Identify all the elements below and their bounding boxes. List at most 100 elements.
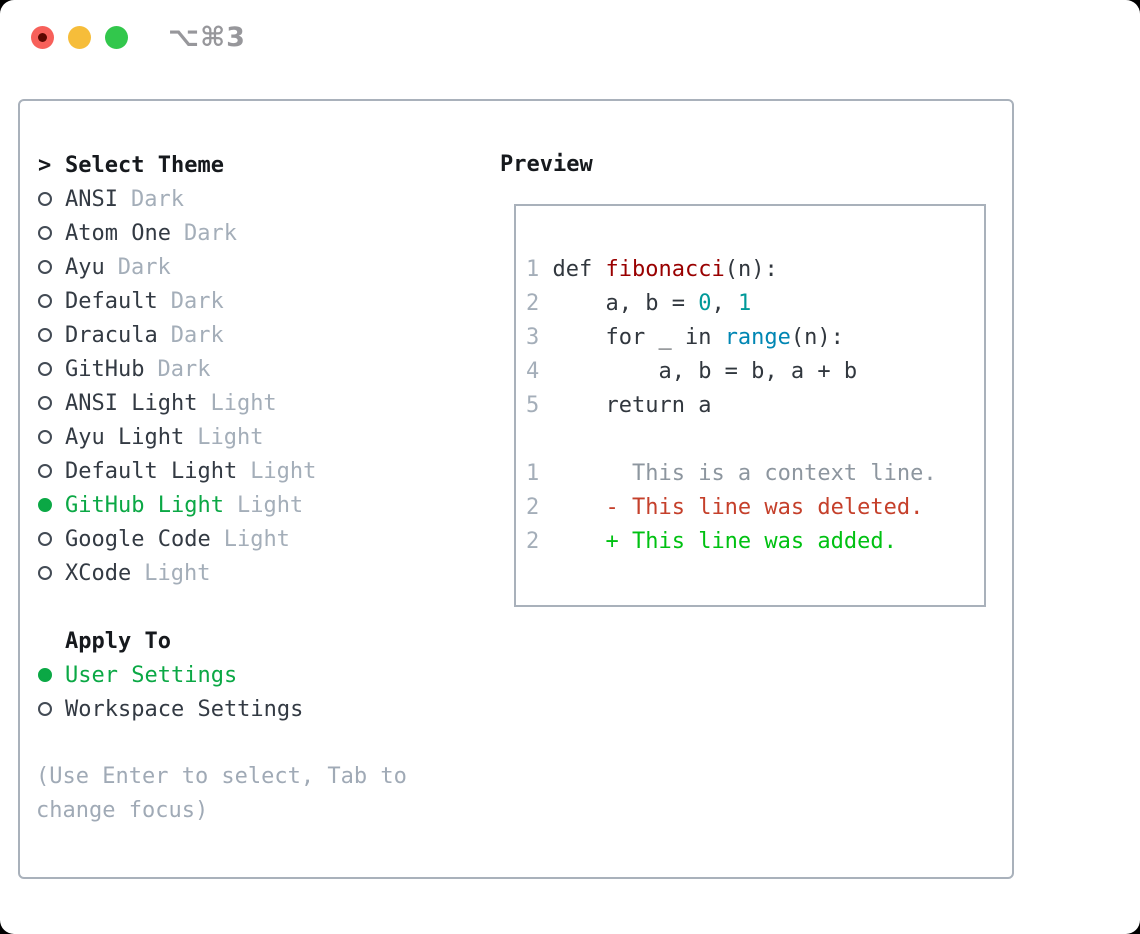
line-number: 4: [526, 359, 540, 384]
apply-option-label: User Settings: [65, 662, 238, 688]
diff-text-context: This is a context line.: [552, 461, 937, 486]
code-line: 4 a, b = b, a + b: [526, 355, 937, 389]
theme-variant-badge: Dark: [170, 288, 224, 314]
select-theme-title: Select Theme: [65, 152, 224, 178]
theme-option-xcode[interactable]: XCode Light: [38, 556, 407, 590]
radio-icon: [38, 260, 65, 274]
theme-variant-badge: Light: [223, 526, 290, 552]
theme-name: XCode: [65, 560, 132, 586]
theme-variant-badge: Light: [236, 492, 304, 518]
apply-to-header: Apply To: [38, 624, 407, 658]
spacer: [38, 726, 407, 760]
theme-name: Atom One: [65, 220, 171, 246]
radio-icon: [38, 702, 65, 716]
apply-option-user-settings[interactable]: User Settings: [38, 658, 407, 692]
theme-name: GitHub Light: [65, 492, 224, 518]
theme-option-github-light[interactable]: GitHub Light Light: [38, 488, 407, 522]
radio-icon: [38, 498, 65, 512]
apply-to-title: Apply To: [65, 628, 171, 654]
theme-option-ayu[interactable]: Ayu Dark: [38, 250, 407, 284]
code-line: 1 def fibonacci(n):: [526, 253, 937, 287]
radio-icon: [38, 294, 65, 308]
hint-line-1: (Use Enter to select, Tab to: [36, 764, 407, 789]
theme-option-ansi-light[interactable]: ANSI Light Light: [38, 386, 407, 420]
window-title-shortcut: ⌥⌘3: [168, 22, 246, 53]
apply-option-label: Workspace Settings: [65, 696, 304, 722]
diff-text-deleted: - This line was deleted.: [552, 495, 924, 520]
theme-name: ANSI Light: [65, 390, 198, 416]
blank-line: [526, 423, 937, 457]
document-edited-icon: [38, 33, 47, 42]
minimize-button[interactable]: [68, 26, 91, 49]
spacer: [38, 590, 407, 624]
code-line: 3 for _ in range(n):: [526, 321, 937, 355]
code-token-number: 1: [737, 291, 752, 316]
close-button[interactable]: [31, 26, 54, 49]
theme-variant-badge: Light: [197, 424, 264, 450]
theme-variant-badge: Light: [144, 560, 211, 586]
radio-icon: [38, 396, 65, 410]
line-number: 1: [526, 461, 540, 486]
theme-name: Dracula: [65, 322, 158, 348]
diff-line-context: 1 This is a context line.: [526, 457, 937, 491]
code-token-plain: def: [552, 257, 606, 282]
theme-variant-badge: Dark: [170, 322, 224, 348]
code-token-builtin: range: [724, 325, 791, 350]
radio-icon: [38, 362, 65, 376]
zoom-button[interactable]: [105, 26, 128, 49]
line-number: 1: [526, 257, 540, 282]
radio-icon: [38, 532, 65, 546]
theme-name: ANSI: [65, 186, 118, 212]
code-token-plain: a, b = b, a + b: [552, 359, 858, 384]
theme-variant-badge: Dark: [157, 356, 211, 382]
theme-variant-badge: Light: [210, 390, 277, 416]
line-number: 5: [526, 393, 540, 418]
line-number: 2: [526, 495, 540, 520]
hint-line-2: change focus): [36, 798, 209, 823]
focus-caret-icon: >: [38, 152, 52, 178]
preview-title: Preview: [500, 152, 593, 177]
diff-line-added: 2 + This line was added.: [526, 525, 937, 559]
radio-icon: [38, 566, 65, 580]
radio-icon: [38, 192, 65, 206]
theme-name: Default Light: [65, 458, 238, 484]
radio-icon: [38, 668, 65, 682]
line-number: 2: [526, 291, 540, 316]
theme-option-dracula[interactable]: Dracula Dark: [38, 318, 407, 352]
code-token-number: 0: [698, 291, 712, 316]
theme-option-github[interactable]: GitHub Dark: [38, 352, 407, 386]
theme-name: Default: [65, 288, 158, 314]
code-token-plain: (n):: [790, 325, 844, 350]
radio-icon: [38, 226, 65, 240]
theme-name: GitHub: [65, 356, 145, 382]
code-token-plain: (n):: [724, 257, 778, 282]
theme-option-default[interactable]: Default Dark: [38, 284, 407, 318]
diff-line-deleted: 2 - This line was deleted.: [526, 491, 937, 525]
code-token-function: fibonacci: [605, 257, 725, 282]
select-theme-header: > Select Theme: [38, 148, 407, 182]
radio-icon: [38, 430, 65, 444]
code-token-plain: a, b =: [552, 291, 699, 316]
code-line: 2 a, b = 0, 1: [526, 287, 937, 321]
theme-name: Ayu: [65, 254, 105, 280]
code-token-plain: ,: [711, 291, 738, 316]
code-token-plain: return a: [552, 393, 712, 418]
radio-icon: [38, 464, 65, 478]
code-line: 5 return a: [526, 389, 937, 423]
keyboard-hint: (Use Enter to select, Tab to change focu…: [36, 760, 407, 828]
line-number: 3: [526, 325, 540, 350]
theme-variant-badge: Dark: [117, 254, 171, 280]
code-token-plain: for _ in: [552, 325, 725, 350]
apply-option-workspace-settings[interactable]: Workspace Settings: [38, 692, 407, 726]
